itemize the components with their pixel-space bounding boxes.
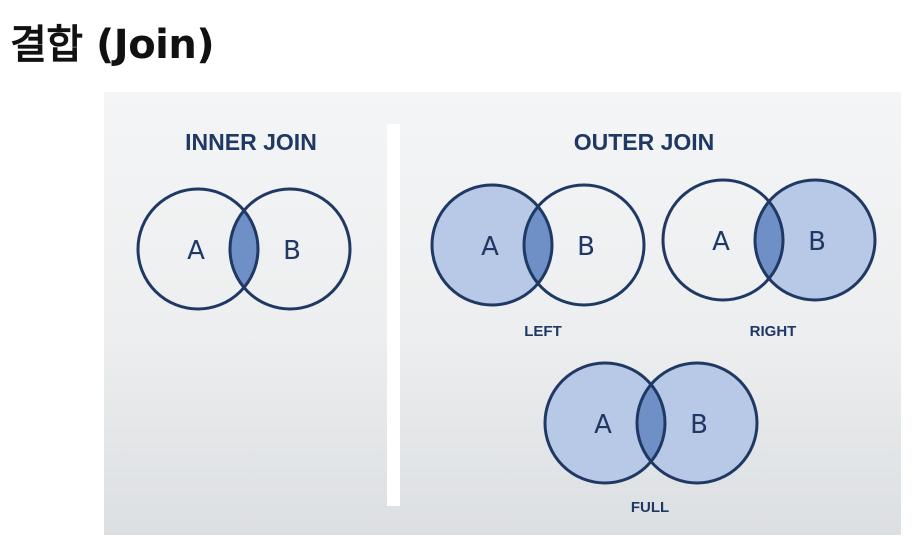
left-set-a-outline [430,183,554,307]
right-label-b: B [808,227,826,257]
inner-set-a-outline [136,187,260,311]
inner-join-heading: INNER JOIN [185,129,317,155]
full-set-a-fill [545,363,665,483]
full-set-b-fill [637,363,757,483]
right-set-b-outline [753,178,877,302]
right-set-b-fill [755,180,875,300]
outer-join-heading: OUTER JOIN [574,129,715,155]
left-label-a: A [481,232,499,262]
inner-label-b: B [283,236,301,266]
full-join-caption: FULL [631,499,669,516]
inner-label-a: A [187,236,205,266]
left-label-b: B [577,232,595,262]
full-label-b: B [690,410,708,440]
full-label-a: A [594,410,612,440]
full-set-a-outline [543,361,667,485]
right-set-a-outline [661,178,785,302]
left-set-b-outline [522,183,646,307]
right-join-caption: RIGHT [750,323,797,340]
full-set-b-outline [635,361,759,485]
right-label-a: A [712,227,730,257]
page-title: 결합 (Join) [10,22,215,68]
join-diagram-panel [104,92,901,535]
inner-set-b-outline [228,187,352,311]
section-divider [387,124,400,506]
left-join-caption: LEFT [524,323,562,340]
left-set-a-fill [432,185,552,305]
